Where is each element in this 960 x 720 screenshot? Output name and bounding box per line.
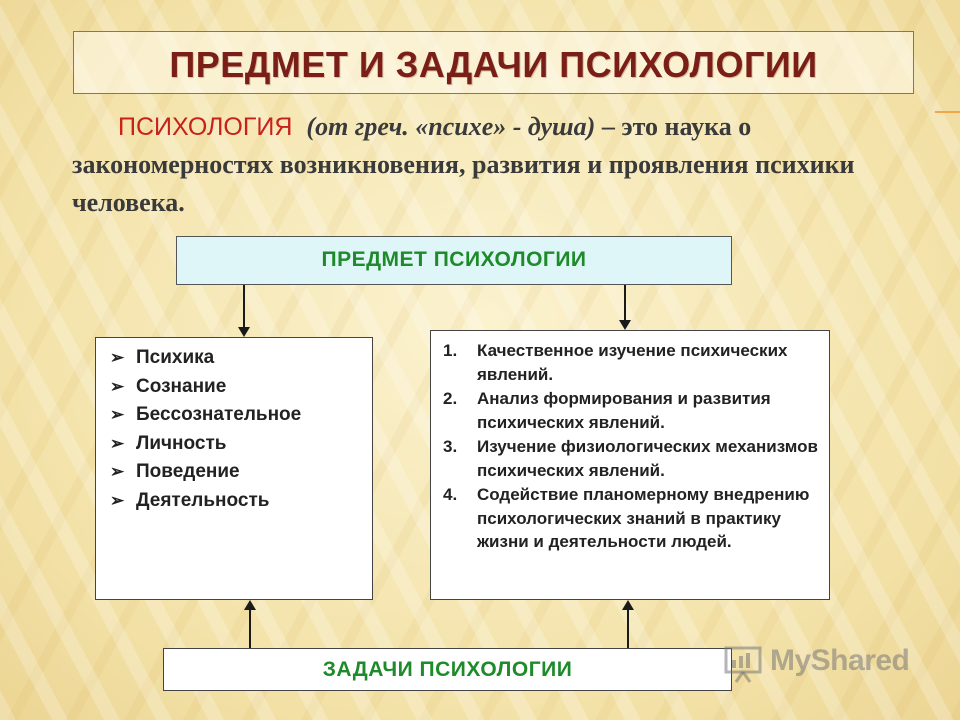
task-item-number: 3. bbox=[443, 437, 458, 456]
task-item-label: Изучение физиологических механизмов псих… bbox=[477, 437, 818, 480]
subject-item-label: Деятельность bbox=[136, 489, 270, 511]
subject-heading-box: ПРЕДМЕТ ПСИХОЛОГИИ bbox=[176, 236, 732, 285]
watermark-text: MyShared bbox=[770, 644, 910, 677]
task-item-label: Анализ формирования и развития психическ… bbox=[477, 389, 771, 432]
task-item: 1. Качественное изучение психических явле… bbox=[443, 339, 829, 386]
bullet-arrow-icon: ➢ bbox=[110, 433, 125, 453]
task-item: 2. Анализ формирования и развития психиче… bbox=[443, 387, 829, 434]
presentation-board-icon bbox=[724, 646, 762, 683]
subject-item-label: Сознание bbox=[136, 375, 227, 397]
arrow-down-right bbox=[619, 285, 631, 330]
subject-item-label: Бессознательное bbox=[136, 404, 302, 425]
definition-etymology: (от греч. «психе» - душа) bbox=[306, 112, 596, 141]
arrow-down-left bbox=[238, 285, 250, 337]
subject-item: ➢ Бессознательное bbox=[110, 401, 372, 430]
tasks-heading-label: ЗАДАЧИ ПСИХОЛОГИИ bbox=[322, 658, 573, 681]
task-item-label: Содействие планомерному внедрению психол… bbox=[477, 485, 810, 551]
subject-item-label: Личность bbox=[136, 432, 227, 454]
accent-line bbox=[935, 111, 960, 113]
definition-paragraph: ПСИХОЛОГИЯ (от греч. «психе» - душа) – эт… bbox=[72, 108, 932, 222]
tasks-heading-box: ЗАДАЧИ ПСИХОЛОГИИ bbox=[163, 648, 732, 691]
definition-text: – это наука о закономерностях возникнове… bbox=[72, 112, 855, 217]
subject-items-box: ➢ Психика ➢ Сознание ➢ Бессознательное ➢ Личнос… bbox=[95, 337, 373, 600]
subject-items-list: ➢ Психика ➢ Сознание ➢ Бессознательное ➢ Личнос… bbox=[96, 338, 372, 515]
task-item: 3. Изучение физиологических механизмов пс… bbox=[443, 435, 829, 482]
subject-item: ➢ Деятельность bbox=[110, 487, 372, 516]
subject-item-label: Психика bbox=[136, 347, 215, 368]
bullet-arrow-icon: ➢ bbox=[110, 462, 125, 481]
bullet-arrow-icon: ➢ bbox=[110, 348, 125, 367]
task-item-number: 1. bbox=[443, 341, 458, 360]
bullet-arrow-icon: ➢ bbox=[110, 376, 125, 396]
task-items-list: 1. Качественное изучение психических явле… bbox=[431, 331, 829, 554]
subject-item: ➢ Сознание bbox=[110, 373, 372, 402]
task-item-number: 2. bbox=[443, 389, 458, 408]
subject-item: ➢ Личность bbox=[110, 430, 372, 459]
bullet-arrow-icon: ➢ bbox=[110, 405, 125, 424]
bullet-arrow-icon: ➢ bbox=[110, 490, 125, 510]
subject-item: ➢ Поведение bbox=[110, 458, 372, 487]
definition-term: ПСИХОЛОГИЯ bbox=[118, 113, 293, 141]
task-item-number: 4. bbox=[443, 485, 458, 504]
task-item: 4. Содействие планомерному внедрению псих… bbox=[443, 483, 829, 554]
subject-heading-label: ПРЕДМЕТ ПСИХОЛОГИИ bbox=[321, 248, 587, 271]
title-frame: ПРЕДМЕТ И ЗАДАЧИ ПСИХОЛОГИИ bbox=[73, 31, 914, 94]
subject-item: ➢ Психика bbox=[110, 344, 372, 373]
myshared-watermark: MyShared bbox=[722, 640, 912, 686]
subject-item-label: Поведение bbox=[136, 461, 240, 482]
arrow-up-left bbox=[244, 600, 256, 648]
task-items-box: 1. Качественное изучение психических явле… bbox=[430, 330, 830, 600]
slide-title: ПРЕДМЕТ И ЗАДАЧИ ПСИХОЛОГИИ bbox=[169, 44, 818, 85]
task-item-label: Качественное изучение психических явлени… bbox=[477, 341, 788, 384]
arrow-up-right bbox=[622, 600, 634, 648]
